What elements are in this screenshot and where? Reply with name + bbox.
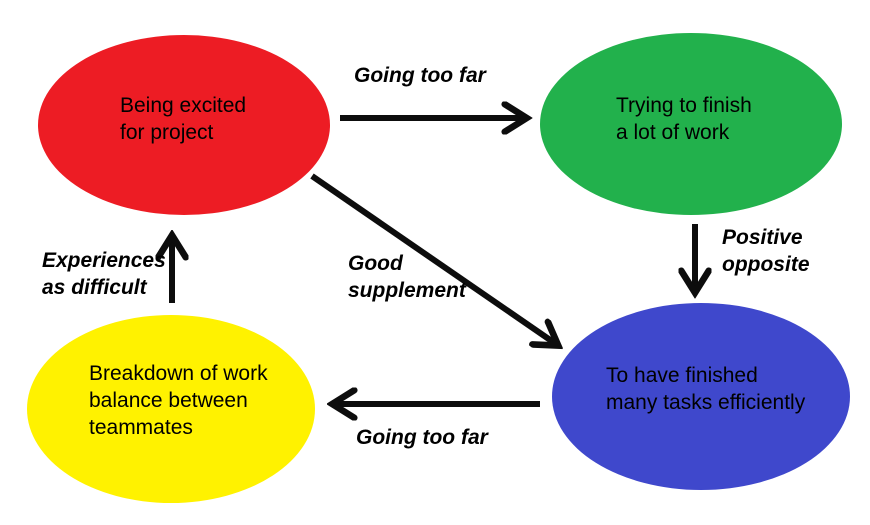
edge-label-line: Good <box>348 252 403 275</box>
edge-label-good-supplement: Good supplement <box>348 250 466 304</box>
node-label-line: To have finished <box>606 364 758 387</box>
node-label-line: Breakdown of work <box>89 362 268 385</box>
edge-label-positive-opposite: Positive opposite <box>722 224 810 278</box>
edge-label-line: Going too far <box>356 426 488 449</box>
node-trying-to-finish <box>540 33 842 215</box>
edge-label-line: Positive <box>722 226 803 249</box>
edge-label-experiences-as-difficult: Experiences as difficult <box>42 247 166 301</box>
node-label-line: teammates <box>89 416 193 439</box>
edge-label-line: Going too far <box>354 64 486 87</box>
node-label-trying-to-finish: Trying to finish a lot of work <box>616 92 752 146</box>
node-label-line: balance between <box>89 389 248 412</box>
edge-label-line: as difficult <box>42 276 147 299</box>
node-label-being-excited: Being excited for project <box>120 92 246 146</box>
node-label-line: Trying to finish <box>616 94 752 117</box>
edge-label-going-too-far-top: Going too far <box>354 62 486 89</box>
edge-label-line: supplement <box>348 279 466 302</box>
node-being-excited <box>38 35 330 215</box>
edge-label-line: Experiences <box>42 249 166 272</box>
node-label-line: for project <box>120 121 214 144</box>
node-label-line: a lot of work <box>616 121 730 144</box>
edge-label-line: opposite <box>722 253 810 276</box>
node-label-line: Being excited <box>120 94 247 117</box>
node-label-finished-tasks: To have finished many tasks efficiently <box>606 362 805 416</box>
node-label-breakdown-balance: Breakdown of work balance between teamma… <box>89 360 268 441</box>
node-breakdown-balance <box>27 315 315 503</box>
node-label-line: many tasks efficiently <box>606 391 806 414</box>
node-finished-tasks <box>552 303 850 490</box>
arrow-excited-to-finished <box>310 173 556 344</box>
edge-label-going-too-far-bottom: Going too far <box>356 424 488 451</box>
